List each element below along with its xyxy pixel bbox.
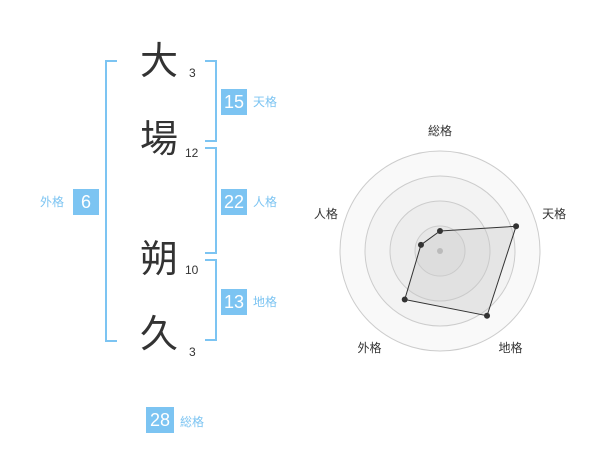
radar-axis-label-0: 総格 xyxy=(428,123,452,138)
tenkaku-label: 天格 xyxy=(253,95,278,109)
name-char-1: 大 xyxy=(140,39,179,83)
gaikaku-label: 外格 xyxy=(40,195,65,209)
radar-point-2 xyxy=(484,312,491,319)
name-char-2: 場 xyxy=(140,117,179,161)
stroke-count-3: 10 xyxy=(185,263,199,277)
stroke-count-2: 12 xyxy=(185,146,199,160)
jinkaku-bracket xyxy=(205,147,217,254)
radar-axis-label-4: 人格 xyxy=(314,206,338,221)
tenkaku-bracket xyxy=(205,60,217,142)
jinkaku-label: 人格 xyxy=(253,195,278,209)
soukaku-label: 総格 xyxy=(180,415,205,429)
tenkaku-value-badge: 15 xyxy=(221,89,247,115)
radar-ring-4 xyxy=(339,150,541,352)
soukaku-value-badge: 28 xyxy=(146,407,174,433)
name-char-3: 朔 xyxy=(140,237,179,281)
gaikaku-bracket xyxy=(105,60,117,342)
radar-point-4 xyxy=(417,241,424,248)
chikaku-value-badge: 13 xyxy=(221,289,247,315)
radar-axis-label-2: 地格 xyxy=(499,340,523,355)
radar-center-dot xyxy=(437,248,443,254)
jinkaku-value-badge: 22 xyxy=(221,189,247,215)
radar-data-polygon xyxy=(404,225,517,317)
chikaku-label: 地格 xyxy=(253,295,278,309)
radar-axis-label-1: 天格 xyxy=(542,206,566,221)
chikaku-bracket xyxy=(205,259,217,341)
radar-point-3 xyxy=(401,296,408,303)
stroke-count-1: 3 xyxy=(189,66,196,80)
radar-point-1 xyxy=(513,223,520,230)
radar-axis-label-3: 外格 xyxy=(357,340,381,355)
radar-point-0 xyxy=(437,228,443,234)
gaikaku-value-badge: 6 xyxy=(73,189,99,215)
radar-ring-1 xyxy=(414,225,466,277)
stroke-count-4: 3 xyxy=(189,345,196,359)
radar-ring-3 xyxy=(364,175,516,327)
name-char-4: 久 xyxy=(140,312,179,356)
radar-ring-2 xyxy=(389,200,491,302)
